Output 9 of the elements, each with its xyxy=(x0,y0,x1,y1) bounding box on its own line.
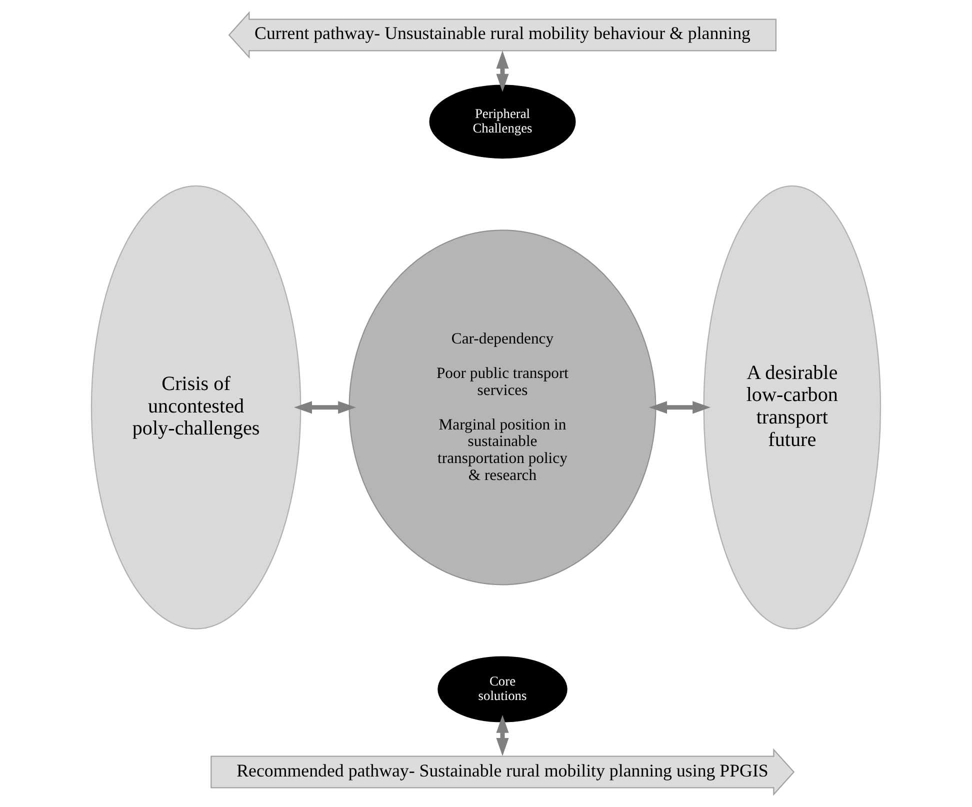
arrow xyxy=(496,50,509,92)
arrow xyxy=(294,401,356,414)
node-ellipse: Core solutions xyxy=(438,656,568,722)
node-ellipse: Crisis of uncontested poly-challenges xyxy=(90,185,302,630)
arrow xyxy=(496,714,509,756)
node-ellipse: A desirable low-carbon transport future xyxy=(703,185,882,630)
node-ellipse: Car-dependency Poor public transport services Marginal position in sustainable transportation policy & research xyxy=(348,230,656,586)
arrow xyxy=(649,401,711,414)
node-ellipse: Peripheral Challenges xyxy=(429,84,576,159)
